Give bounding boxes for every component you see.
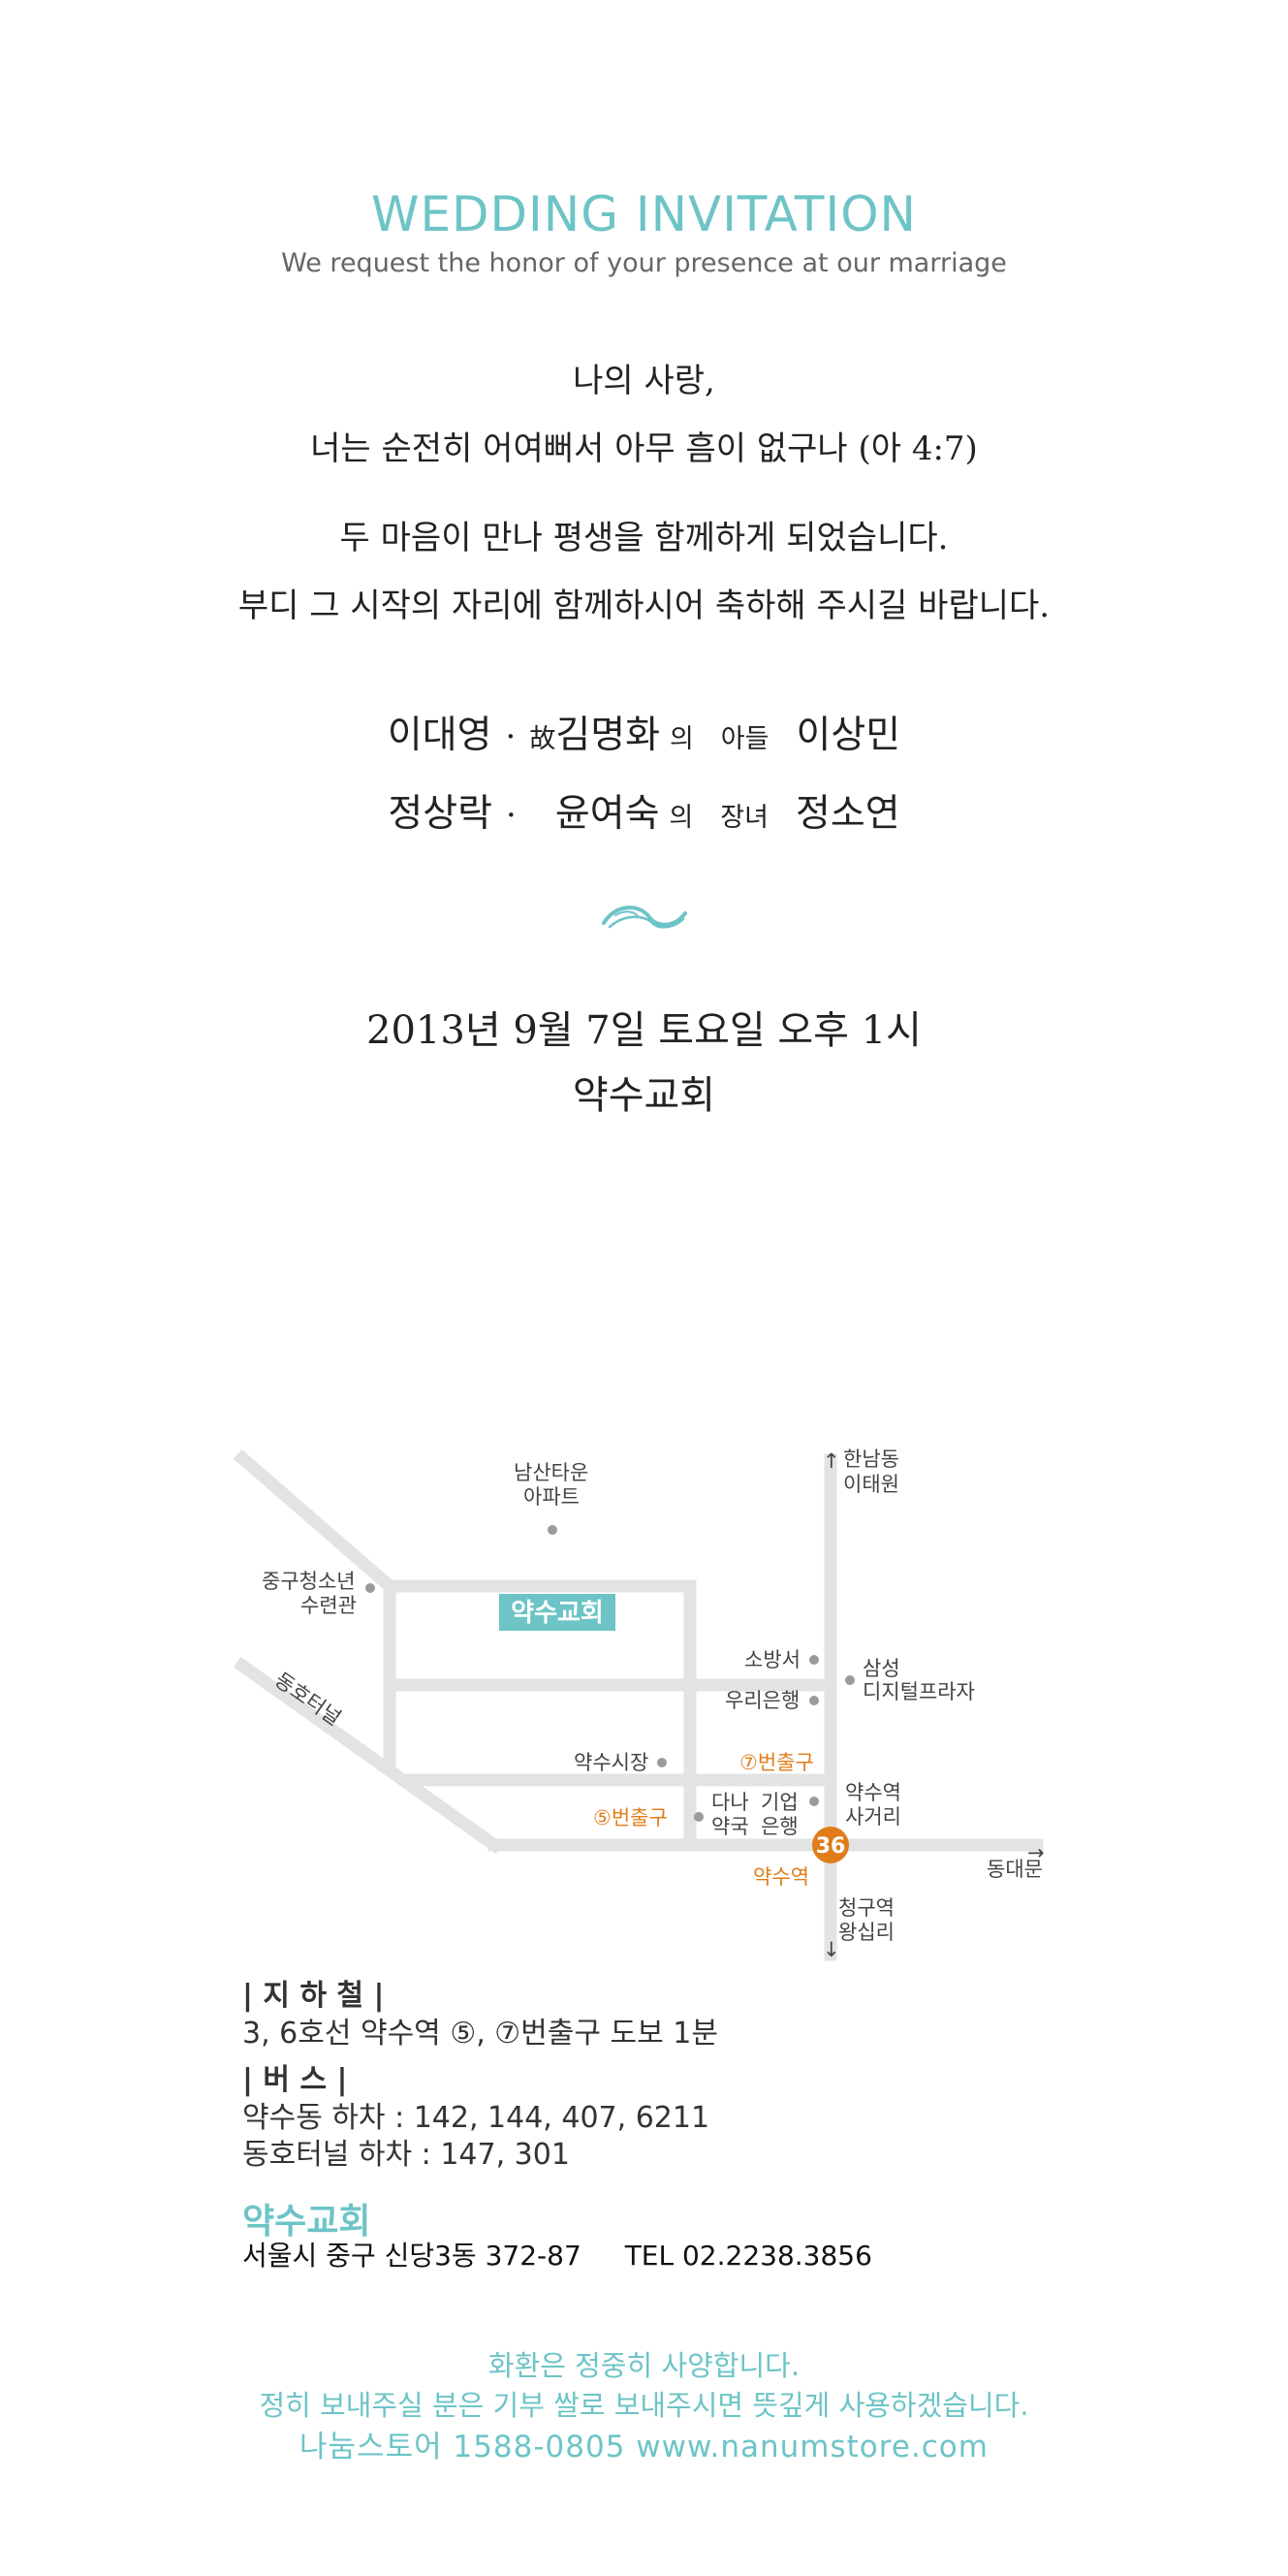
label-dongdaemun: 동대문 [987, 1858, 1043, 1881]
footer-line-1: 화환은 정중히 사양합니다. [487, 2349, 801, 2382]
subway-heading: | 지 하 철 | [242, 1979, 385, 2013]
event-venue: 약수교회 [572, 1073, 716, 1118]
location-map: ↑ ↓ → 한남동 이태원 남산타운 아파트 중구청소년 수련관 약수교회 소방… [233, 1447, 1045, 1961]
label-woori-bank: 우리은행 [725, 1689, 800, 1712]
bride-name: 정소연 [795, 792, 900, 836]
invitation-title: WEDDING INVITATION [371, 186, 917, 242]
groom-name: 이상민 [796, 714, 901, 757]
footer-line-3: 나눔스토어 1588-0805 www.nanumstore.com [299, 2430, 989, 2465]
bride-father: 정상락 [388, 792, 492, 836]
church-tel: TEL 02.2238.3856 [624, 2240, 872, 2272]
label-market: 약수시장 [574, 1751, 648, 1774]
deceased-mark: 故 [529, 724, 556, 754]
label-youth-center: 중구청소년 [262, 1570, 356, 1593]
church-contact: 서울시 중구 신당3동 372-87 TEL 02.2238.3856 [242, 2235, 872, 2274]
label-exit-7: ⑦번출구 [739, 1751, 814, 1774]
map-roads [233, 1448, 1044, 1961]
subway-text: 3, 6호선 약수역 ⑤, ⑦번출구 도보 1분 [242, 2017, 718, 2051]
groom-particle: 의 [669, 724, 694, 754]
label-yaksu-station: 약수역 [753, 1865, 809, 1889]
verse-line-2: 너는 순전히 어여뻐서 아무 흠이 없구나 (아 4:7) [310, 429, 978, 468]
verse-line-1: 나의 사랑, [573, 362, 715, 400]
church-name: 약수교회 [242, 2202, 371, 2242]
bus-line-2: 동호터널 하차 : 147, 301 [242, 2138, 570, 2172]
arrow-right-icon: → [1027, 1841, 1045, 1864]
label-namsan: 남산타운 [514, 1461, 588, 1484]
arrow-down-icon: ↓ [823, 1938, 840, 1961]
label-yaksu-station-top: 약수역 [845, 1781, 901, 1804]
bride-particle: 의 [669, 803, 694, 833]
label-cheonggu: 청구역 [838, 1896, 895, 1920]
swirl-ornament-icon [602, 906, 687, 929]
message-line-2: 부디 그 시작의 자리에 함께하시어 축하해 주시길 바랍니다. [237, 587, 1051, 625]
label-ibk: 기업 [761, 1791, 799, 1814]
separator-dot: · [505, 717, 517, 756]
message-line-1: 두 마음이 만나 평생을 함께하게 되었습니다. [339, 519, 949, 557]
label-hannam: 한남동 [843, 1447, 899, 1471]
label-dana: 다나 [711, 1791, 749, 1814]
bus-heading: | 버 스 | [242, 2063, 348, 2097]
label-exit-5: ⑤번출구 [593, 1806, 668, 1829]
station-number: 36 [816, 1834, 846, 1859]
bride-family-line: 정상락 · 윤여숙 의 장녀 정소연 [0, 783, 1288, 838]
label-crossroads: 사거리 [845, 1805, 901, 1829]
label-wangsimni: 왕십리 [838, 1921, 895, 1944]
label-training-hall: 수련관 [300, 1594, 357, 1617]
bride-relation: 장녀 [720, 803, 769, 833]
label-apartment: 아파트 [523, 1485, 580, 1509]
bus-line-1: 약수동 하차 : 142, 144, 407, 6211 [242, 2101, 710, 2135]
label-fire-station: 소방서 [744, 1648, 801, 1671]
label-bank: 은행 [761, 1815, 799, 1838]
label-itaewon: 이태원 [843, 1473, 899, 1496]
map-poi-dots [365, 1525, 855, 1822]
groom-mother: 김명화 [555, 714, 660, 757]
groom-family-line: 이대영 · 故 김명화 의 아들 이상민 [0, 705, 1288, 759]
event-datetime: 2013년 9월 7일 토요일 오후 1시 [366, 1008, 922, 1053]
groom-relation: 아들 [720, 724, 770, 754]
invitation-subtitle: We request the honor of your presence at… [281, 248, 1007, 278]
separator-dot: · [506, 796, 517, 835]
church-map-label: 약수교회 [511, 1599, 604, 1628]
station-marker [812, 1827, 849, 1863]
label-digital-plaza: 디지털프라자 [863, 1680, 975, 1703]
groom-father: 이대영 [387, 714, 492, 757]
footer-line-2: 정히 보내주실 분은 기부 쌀로 보내주시면 뜻깊게 사용하겠습니다. [259, 2389, 1029, 2422]
label-samsung: 삼성 [863, 1657, 900, 1680]
church-address: 서울시 중구 신당3동 372-87 [242, 2240, 581, 2272]
label-pharmacy: 약국 [711, 1815, 749, 1838]
bride-mother: 윤여숙 [554, 792, 660, 836]
arrow-up-icon: ↑ [823, 1449, 840, 1473]
church-marker [499, 1594, 615, 1631]
